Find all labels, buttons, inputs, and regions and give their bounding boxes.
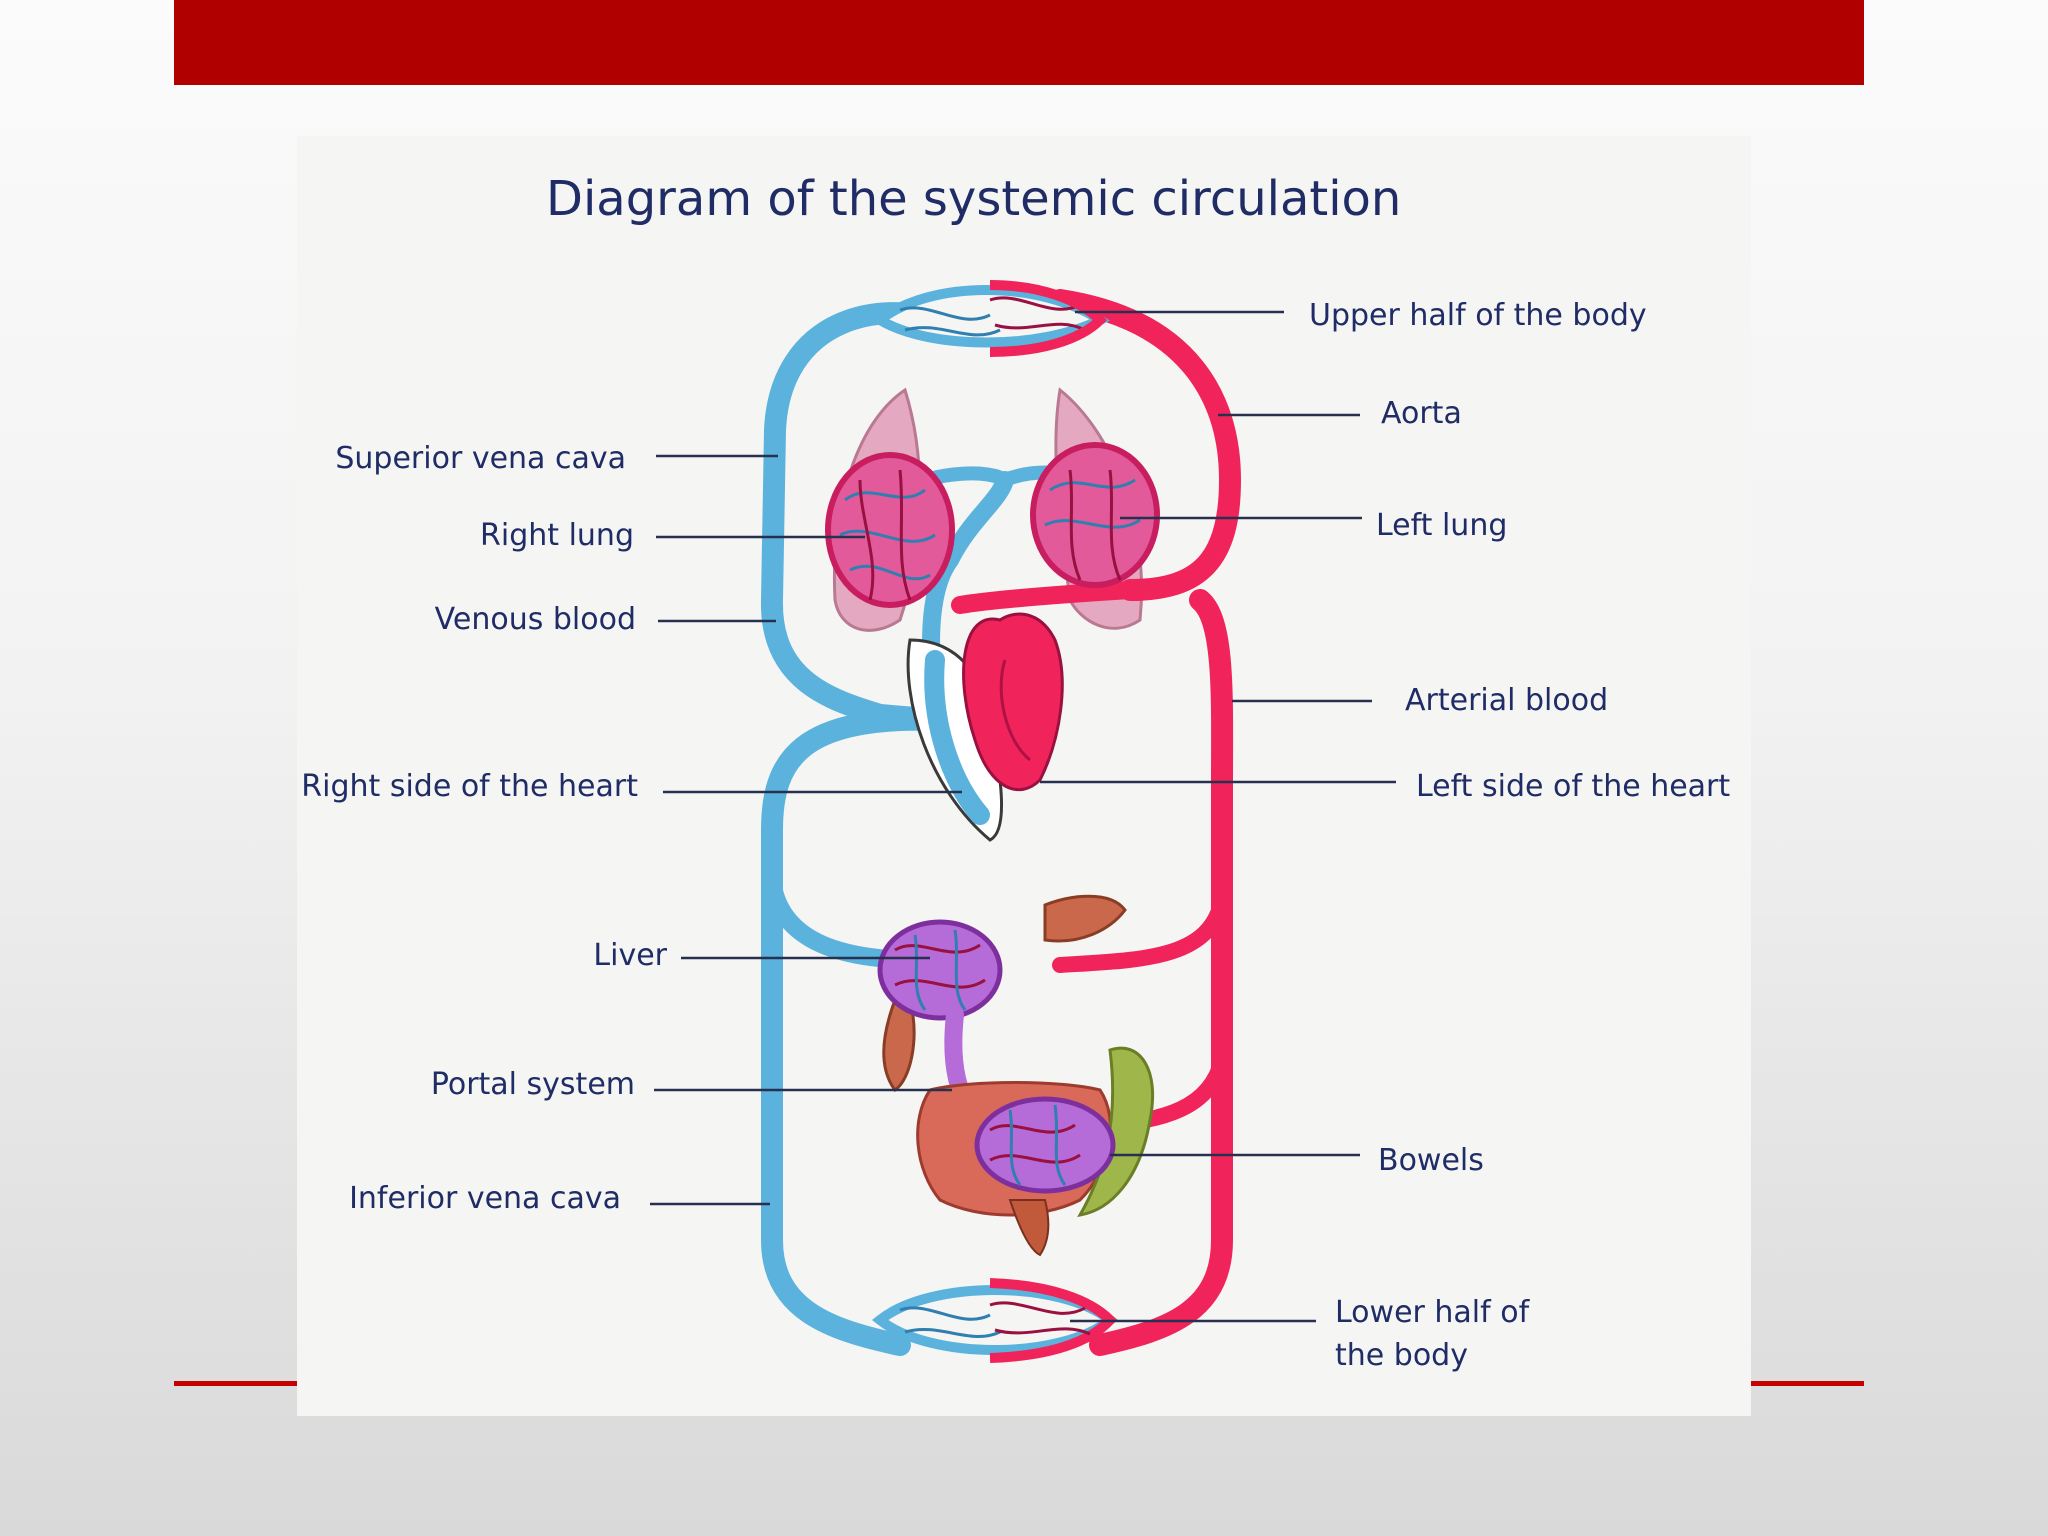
label-arterial-blood: Arterial blood: [1405, 683, 1608, 718]
label-left-lung: Left lung: [1376, 508, 1507, 543]
heart-illustration: [906, 612, 1064, 842]
leader-lines: [650, 310, 1396, 1323]
header-bar: [174, 0, 1864, 85]
label-right-lung: Right lung: [480, 518, 634, 553]
label-bowels: Bowels: [1378, 1143, 1484, 1178]
label-upper-half-of-body: Upper half of the body: [1309, 298, 1647, 333]
label-left-side-of-heart: Left side of the heart: [1416, 769, 1730, 804]
label-right-side-of-heart: Right side of the heart: [301, 769, 638, 804]
label-liver: Liver: [593, 938, 667, 973]
right-lung-capillaries: [825, 452, 955, 608]
label-portal-system: Portal system: [431, 1067, 635, 1102]
diagram-title: Diagram of the systemic circulation: [546, 171, 1401, 227]
upper-body-capillaries: [871, 280, 1110, 357]
liver-illustration: [877, 894, 1127, 1093]
label-lower-half-line1: Lower half of: [1335, 1295, 1531, 1330]
label-aorta: Aorta: [1381, 396, 1462, 431]
label-lower-half-line2: the body: [1335, 1338, 1468, 1373]
label-inferior-vena-cava: Inferior vena cava: [349, 1181, 621, 1216]
label-venous-blood: Venous blood: [435, 602, 636, 637]
left-lung-capillaries: [1030, 442, 1160, 588]
bowels-illustration: [916, 1046, 1155, 1257]
label-superior-vena-cava: Superior vena cava: [335, 441, 626, 476]
